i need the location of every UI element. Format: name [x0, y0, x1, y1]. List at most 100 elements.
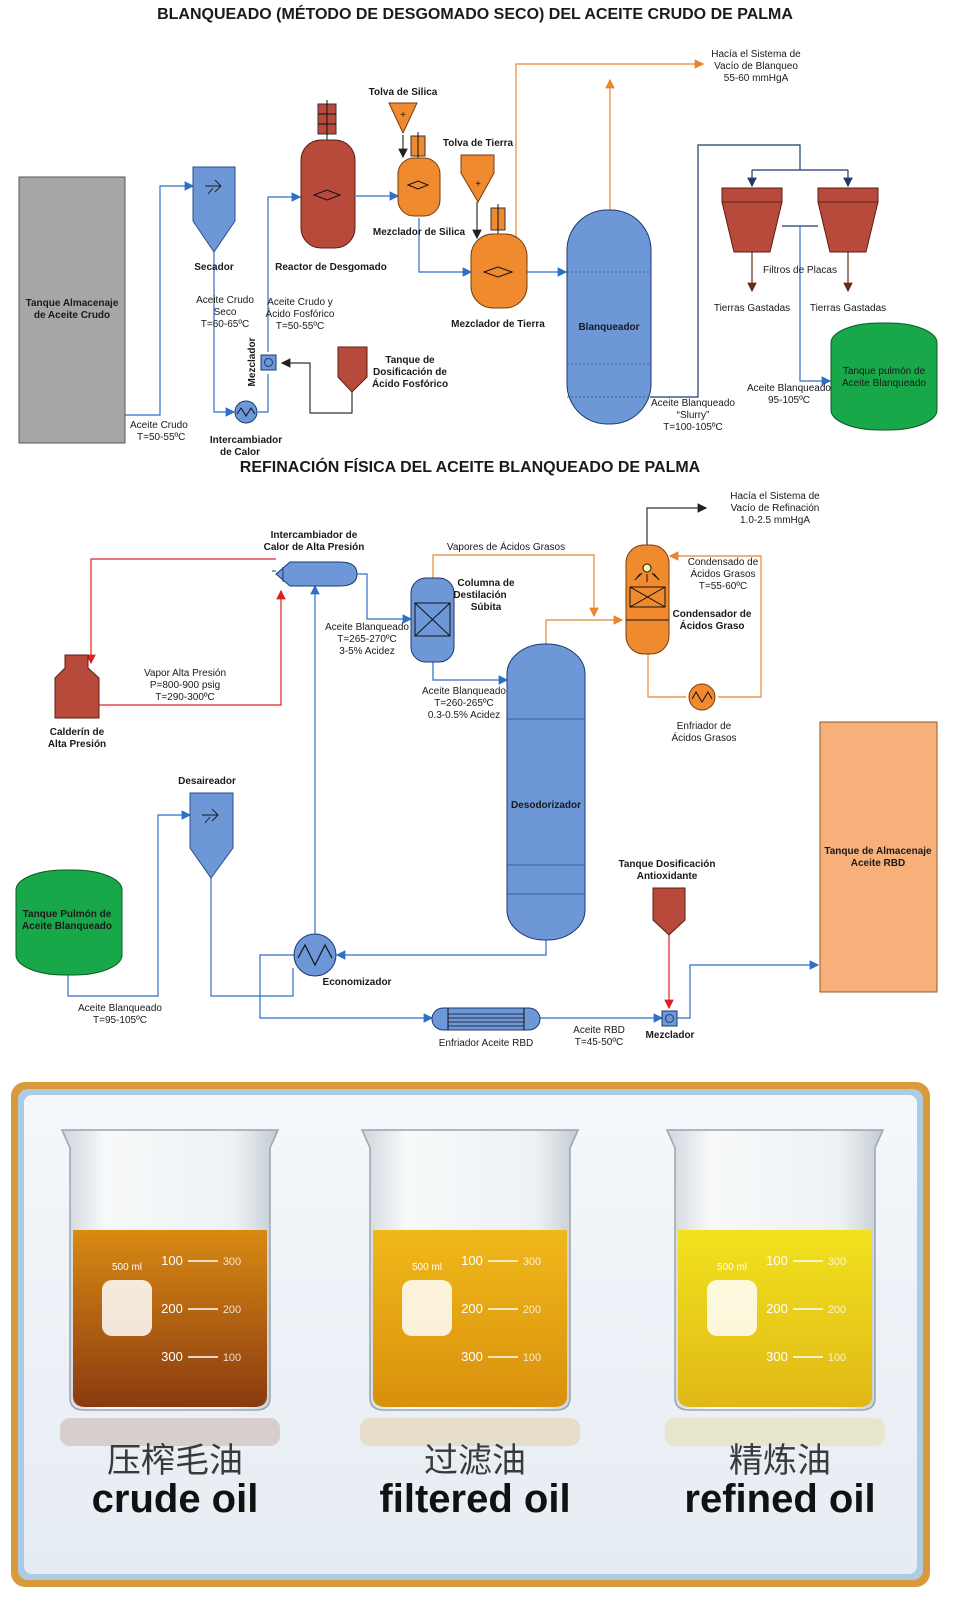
beaker-mark-0-0: 100 — [161, 1253, 183, 1268]
bleached-oil-buffer-tank-2: Tanque Pulmón de Aceite Blanqueado — [15, 869, 123, 976]
oil-fill-1 — [373, 1230, 567, 1407]
section2-title: REFINACIÓN FÍSICA DEL ACEITE BLANQUEADO … — [240, 457, 701, 476]
beaker-mark-r-0-2: 100 — [223, 1352, 241, 1364]
beaker-cn-label-1: 过滤油 — [424, 1441, 526, 1481]
svg-text:Vacío de Refinación: Vacío de Refinación — [731, 503, 820, 514]
mixer-label-2: Mezclador — [646, 1030, 695, 1041]
crude-storage-tank: Tanque Almacenaje de Aceite Crudo — [18, 176, 126, 444]
svg-text:Aceite Blanqueado: Aceite Blanqueado — [78, 1003, 162, 1014]
svg-text:Hacía el Sistema de: Hacía el Sistema de — [730, 491, 820, 502]
bleacher-column: Blanqueador — [566, 209, 652, 425]
svg-text:Tanque Almacenaje: Tanque Almacenaje — [26, 298, 119, 309]
svg-text:Intercambiador de: Intercambiador de — [271, 530, 358, 541]
rbd-oil-cooler: Enfriador Aceite RBD — [431, 1007, 541, 1049]
beaker-mark-r-0-0: 300 — [223, 1256, 241, 1268]
svg-text:Súbita: Súbita — [471, 602, 502, 613]
svg-text:P=800-900 psig: P=800-900 psig — [150, 680, 220, 691]
svg-text:Destilación: Destilación — [453, 590, 506, 601]
svg-text:Aceite Crudo: Aceite Crudo — [196, 295, 254, 306]
plate-filter-2 — [817, 187, 879, 253]
svg-text:Aceite RBD: Aceite RBD — [573, 1025, 625, 1036]
beaker-mark-r-1-1: 200 — [523, 1304, 541, 1316]
beaker-mark-r-0-1: 200 — [223, 1304, 241, 1316]
svg-text:Ácido Fosfórico: Ácido Fosfórico — [372, 377, 448, 390]
mixer-label: Mezclador — [247, 337, 258, 386]
svg-text:de Aceite Crudo: de Aceite Crudo — [34, 310, 110, 321]
beaker-mark-r-2-0: 300 — [828, 1256, 846, 1268]
fatty-acid-cooler-icon — [688, 683, 716, 711]
flash-distillation-column: Columna de Destilación Súbita — [410, 577, 515, 663]
svg-text:3-5% Acidez: 3-5% Acidez — [339, 646, 395, 657]
oil-fill-2 — [678, 1230, 872, 1407]
earth-hopper: Tolva de Tierra + — [443, 138, 514, 204]
beaker-mark-2-2: 300 — [766, 1349, 788, 1364]
svg-text:+: + — [475, 179, 481, 190]
svg-text:T=45-50ºC: T=45-50ºC — [575, 1037, 623, 1048]
rbd-storage-tank: Tanque de Almacenaje Aceite RBD — [819, 721, 938, 993]
svg-text:Vapor Alta Presión: Vapor Alta Presión — [144, 668, 226, 679]
exchanger-label: Intercambiador — [210, 435, 282, 446]
svg-text:Aceite Blanqueado: Aceite Blanqueado — [651, 398, 735, 409]
svg-text:Antioxidante: Antioxidante — [637, 871, 698, 882]
svg-text:Aceite RBD: Aceite RBD — [851, 858, 905, 869]
beaker-mark-2-1: 200 — [766, 1301, 788, 1316]
svg-text:Secador: Secador — [194, 262, 234, 273]
svg-text:T=50-55ºC: T=50-55ºC — [276, 321, 324, 332]
mixer-icon-2 — [661, 1010, 678, 1027]
beaker-cn-label-0: 压榨毛油 — [107, 1441, 243, 1481]
filters-label: Filtros de Placas — [763, 265, 837, 276]
hp-boiler: Calderín de Alta Presión — [48, 654, 106, 750]
svg-text:Tolva de Silica: Tolva de Silica — [369, 87, 438, 98]
svg-text:95-105ºC: 95-105ºC — [768, 395, 810, 406]
svg-text:Mezclador de Silica: Mezclador de Silica — [373, 227, 466, 238]
beaker-volume-2: 500 ml — [717, 1262, 747, 1273]
svg-text:Vapores de Ácidos Grasos: Vapores de Ácidos Grasos — [447, 540, 565, 553]
svg-text:55-60 mmHgA: 55-60 mmHgA — [724, 73, 789, 84]
svg-text:Mezclador de Tierra: Mezclador de Tierra — [451, 319, 545, 330]
svg-text:Desodorizador: Desodorizador — [511, 800, 581, 811]
svg-text:Desaireador: Desaireador — [178, 776, 236, 787]
plate-filter-1 — [721, 187, 783, 253]
mixer-icon — [260, 354, 277, 371]
beaker-cn-label-2: 精炼油 — [729, 1441, 831, 1481]
beaker-mark-1-1: 200 — [461, 1301, 483, 1316]
beaker-volume-1: 500 ml — [412, 1262, 442, 1273]
svg-text:Tanque Pulmón de: Tanque Pulmón de — [23, 909, 112, 920]
svg-text:Tanque de: Tanque de — [385, 355, 435, 366]
svg-text:Aceite Crudo y: Aceite Crudo y — [267, 297, 333, 308]
svg-text:Aceite Blanqueado: Aceite Blanqueado — [747, 383, 831, 394]
svg-text:Aceite Blanqueado: Aceite Blanqueado — [22, 921, 112, 932]
svg-text:T=55-60ºC: T=55-60ºC — [699, 581, 747, 592]
svg-text:Tierras Gastadas: Tierras Gastadas — [810, 303, 886, 314]
beaker-mark-r-2-2: 100 — [828, 1352, 846, 1364]
svg-text:Vacío de Blanqueo: Vacío de Blanqueo — [714, 61, 798, 72]
hp-heat-exchanger: Intercambiador de Calor de Alta Presión — [264, 530, 364, 587]
beaker-mark-r-2-1: 200 — [828, 1304, 846, 1316]
beaker-volume-0: 500 ml — [112, 1262, 142, 1273]
beaker-mark-1-2: 300 — [461, 1349, 483, 1364]
deaerator: Desaireador — [178, 776, 236, 879]
svg-text:T=50-55ºC: T=50-55ºC — [137, 432, 185, 443]
bleached-oil-buffer-tank: Tanque pulmón de Aceite Blanqueado — [830, 322, 938, 431]
svg-text:T=290-300ºC: T=290-300ºC — [155, 692, 215, 703]
svg-text:Condensado de: Condensado de — [688, 557, 759, 568]
beaker-mark-1-0: 100 — [461, 1253, 483, 1268]
svg-text:Aceite Blanqueado: Aceite Blanqueado — [842, 378, 926, 389]
antioxidant-dosing-tank: Tanque Dosificación Antioxidante — [618, 859, 716, 936]
silica-hopper: Tolva de Silica + — [369, 87, 438, 135]
heat-exchanger-icon — [234, 400, 258, 424]
svg-text:T=60-65ºC: T=60-65ºC — [201, 319, 249, 330]
svg-text:Enfriador Aceite RBD: Enfriador Aceite RBD — [439, 1038, 534, 1049]
svg-text:Ácidos Graso: Ácidos Graso — [679, 619, 744, 632]
svg-text:Aceite Blanqueado: Aceite Blanqueado — [422, 686, 506, 697]
svg-text:T=100-105ºC: T=100-105ºC — [663, 422, 723, 433]
fatty-acid-condenser: Condensador de Ácidos Graso — [625, 544, 752, 655]
beaker-mark-0-1: 200 — [161, 1301, 183, 1316]
svg-text:Alta Presión: Alta Presión — [48, 739, 106, 750]
beaker-en-label-2: refined oil — [684, 1477, 875, 1521]
silica-mixer: Mezclador de Silica — [373, 132, 466, 238]
phosphoric-acid-tank: Tanque de Dosificación de Ácido Fosfóric… — [337, 346, 448, 393]
beaker-en-label-0: crude oil — [92, 1477, 259, 1521]
